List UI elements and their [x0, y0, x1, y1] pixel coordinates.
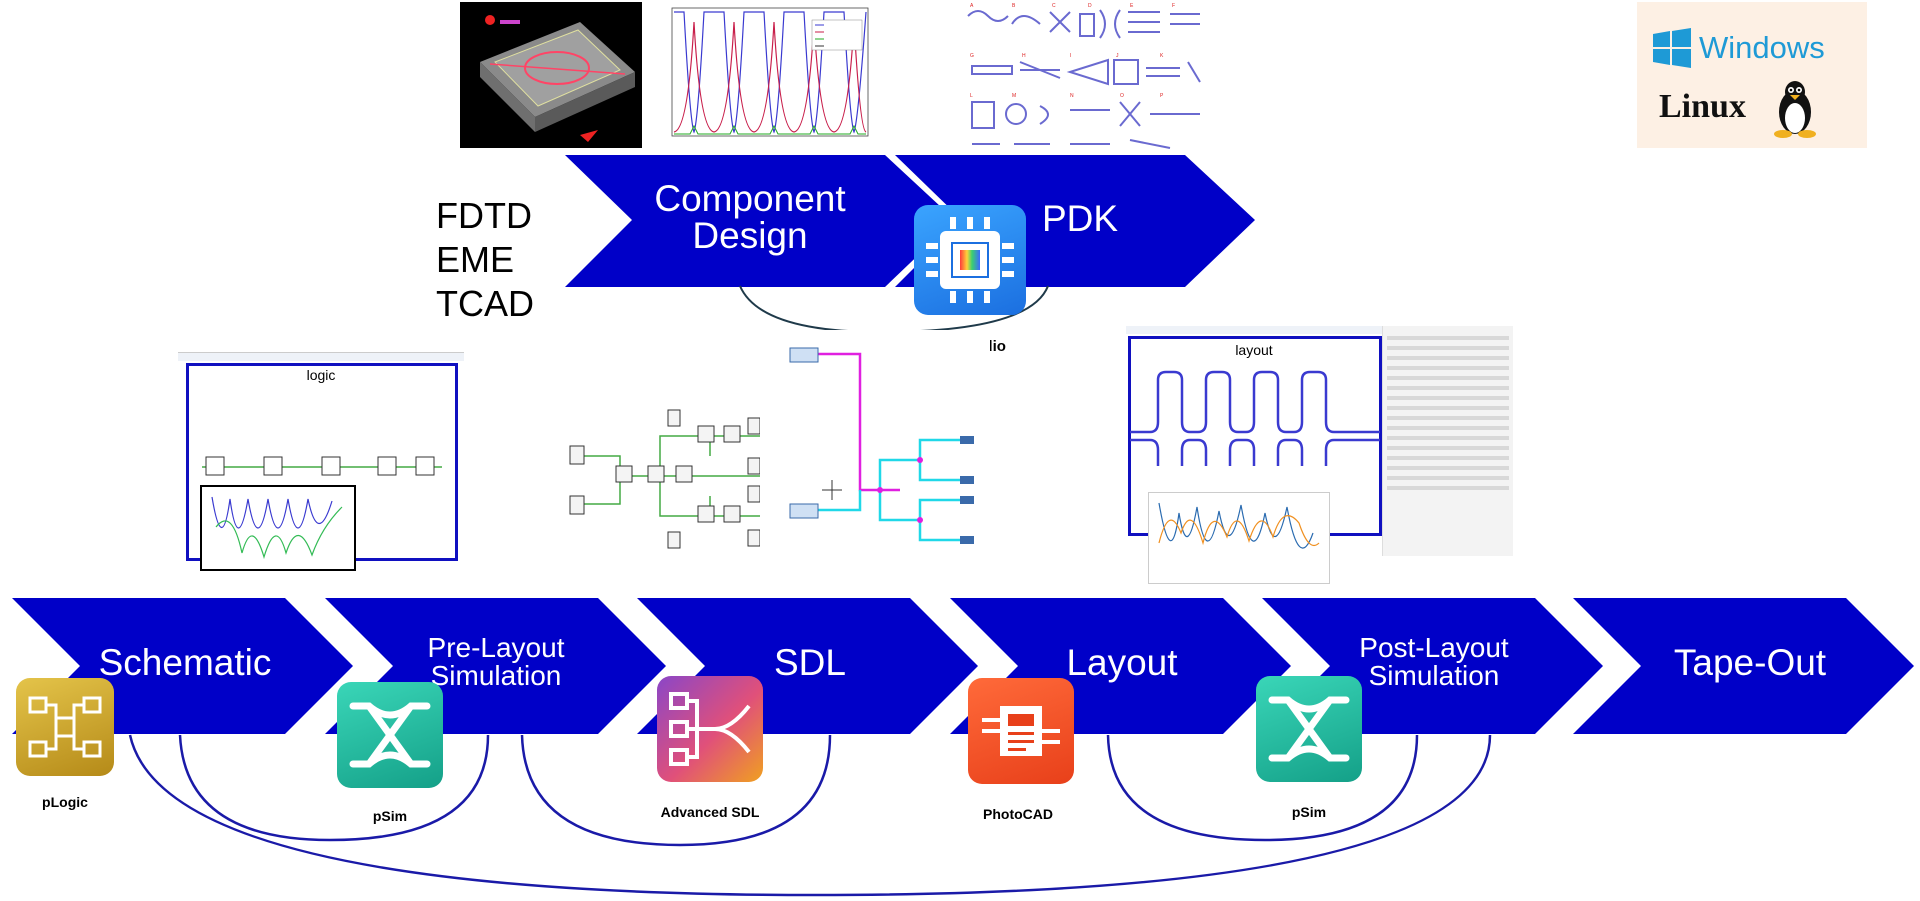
post-layout-line1: Post-Layout	[1359, 632, 1509, 663]
arc-post-layout-to-layout	[1106, 734, 1419, 842]
svg-text:O: O	[1120, 93, 1124, 99]
arc-post-layout-to-schematic	[128, 734, 1492, 897]
pic-studio-app-icon[interactable]	[914, 205, 1026, 315]
sdl-netlist-preview	[560, 400, 761, 550]
logic-title: logic	[306, 367, 336, 383]
mzi-layout-drawing	[1130, 370, 1380, 466]
tape-out-label: Tape-Out	[1673, 642, 1827, 683]
directional-coupler-icon	[349, 702, 431, 768]
photocad-app-icon[interactable]	[968, 678, 1074, 784]
fdtd-3d-preview	[460, 2, 642, 148]
branching-flow-icon	[669, 692, 751, 766]
component-design-label: Component Design	[640, 180, 860, 254]
psim-label-1: pSim	[372, 808, 408, 824]
logic-spectrum-plot	[211, 496, 343, 560]
svg-text:D: D	[1088, 3, 1092, 9]
layout-properties-panel	[1382, 326, 1513, 556]
layout-spectrum-plot	[1158, 502, 1320, 549]
svg-text:C: C	[1052, 3, 1056, 9]
schematic-label: Schematic	[98, 642, 272, 683]
component-design-chevron	[565, 155, 955, 287]
post-layout-line2: Simulation	[1368, 660, 1500, 691]
layout-title: layout	[1235, 342, 1273, 358]
layout-preview: layout	[1126, 326, 1513, 584]
psim-label-2: pSim	[1291, 804, 1327, 820]
arc-sdl-to-pre-layout	[520, 734, 832, 847]
linux-label: Linux	[1659, 88, 1746, 125]
svg-text:P: P	[1160, 93, 1164, 99]
pcad-document-icon	[982, 706, 1060, 756]
arc-pre-layout-to-schematic	[178, 734, 490, 842]
photocad-label: PhotoCAD	[983, 806, 1053, 822]
svg-text:M: M	[1012, 93, 1016, 99]
tape-out-chevron	[1573, 598, 1914, 734]
svg-text:H: H	[1022, 53, 1026, 59]
chip-icon	[926, 217, 1014, 303]
logic-tree-icon	[28, 696, 102, 758]
pre-layout-label: Pre-Layout Simulation	[396, 634, 596, 690]
pre-layout-line2: Simulation	[430, 660, 562, 691]
svg-text:E: E	[1130, 3, 1134, 9]
svg-text:G: G	[970, 53, 974, 59]
svg-text:L: L	[970, 93, 973, 99]
component-design-line2: Design	[692, 215, 808, 256]
transmission-spectrum-preview	[662, 2, 874, 148]
svg-text:I: I	[1070, 53, 1071, 59]
svg-text:A: A	[970, 3, 974, 9]
logic-schematic-preview: logic	[178, 352, 464, 571]
solver-list: FDTD EME TCAD	[436, 194, 534, 326]
layout-label: Layout	[1066, 642, 1178, 683]
routed-waveguide-layout	[789, 347, 974, 544]
svg-text:B: B	[1012, 3, 1016, 9]
properties-rows	[1387, 336, 1509, 490]
component-library-grid: A B C D E F G H I J K L M N O P	[967, 3, 1201, 149]
windows-logo-icon	[1653, 28, 1691, 68]
advanced-sdl-label: Advanced SDL	[660, 804, 760, 820]
post-layout-label: Post-Layout Simulation	[1334, 634, 1534, 690]
psim-app-icon-1[interactable]	[337, 682, 443, 788]
sdl-layout-preview	[770, 330, 990, 580]
logic-plot-inset	[200, 485, 356, 571]
os-support-panel: Windows Linux	[1637, 2, 1867, 148]
windows-label: Windows	[1699, 30, 1825, 65]
svg-text:J: J	[1116, 53, 1119, 59]
component-design-line1: Component	[654, 178, 846, 219]
pdk-components-gallery: A B C D E F G H I J K L M N O P	[960, 2, 1210, 152]
layout-plot-inset	[1148, 492, 1330, 584]
spectrum-plot	[671, 7, 869, 137]
plogic-label: pLogic	[42, 794, 88, 810]
sdl-label: SDL	[774, 642, 846, 683]
solver-tcad: TCAD	[436, 283, 534, 324]
svg-text:K: K	[1160, 53, 1164, 59]
advanced-sdl-app-icon[interactable]	[657, 676, 763, 782]
directional-coupler-icon	[1268, 696, 1350, 762]
pre-layout-line1: Pre-Layout	[427, 632, 565, 663]
solver-fdtd: FDTD	[436, 195, 532, 236]
pdk-label: PDK	[1041, 198, 1119, 239]
logic-device-chain	[202, 456, 442, 476]
psim-app-icon-2[interactable]	[1256, 676, 1362, 782]
logic-window-titlebar	[178, 353, 464, 361]
tux-penguin-icon	[1774, 81, 1816, 138]
solver-eme: EME	[436, 239, 515, 280]
layout-window-titlebar	[1126, 326, 1512, 334]
sdl-circuit-diagram	[569, 409, 761, 549]
svg-text:N: N	[1070, 93, 1074, 99]
plogic-app-icon[interactable]	[16, 678, 114, 776]
ring-resonator-3d-render	[480, 15, 635, 142]
svg-text:F: F	[1172, 3, 1175, 9]
